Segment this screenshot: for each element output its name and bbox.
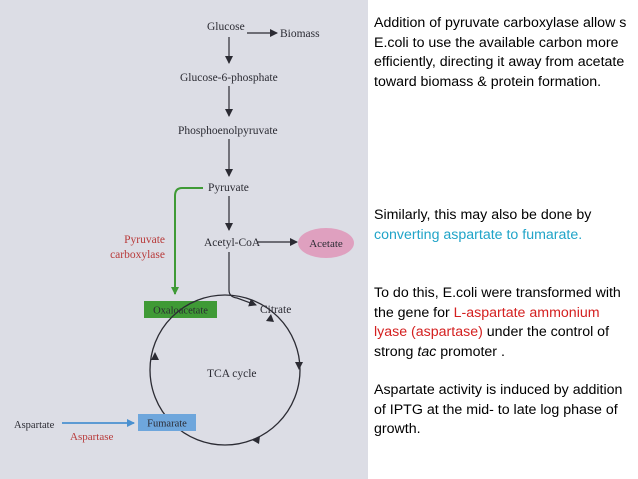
p3-text-c: under the control of strong (374, 324, 610, 360)
node-fumarate: Fumarate (147, 419, 187, 430)
paragraph-aspartase-gene: To do this, E.coli were transformed with… (374, 284, 629, 362)
paragraph-iptg-induction: Aspartate activity is induced by additio… (374, 382, 623, 437)
enzyme-aspartase: Aspartase (70, 431, 113, 443)
enzyme-pyruvate-carboxylase-line2: carboxylase (110, 249, 165, 261)
node-biomass: Biomass (280, 28, 320, 40)
node-tca-cycle: TCA cycle (207, 368, 257, 380)
node-phosphoenolpyruvate: Phosphoenolpyruvate (178, 125, 278, 137)
paragraph-pyruvate-carboxylase: Addition of pyruvate carboxylase allow s… (374, 15, 627, 90)
enzyme-pyruvate-carboxylase-line1: Pyruvate (124, 234, 165, 246)
tca-arrowhead-1 (266, 314, 274, 322)
node-glucose: Glucose (207, 21, 245, 33)
node-acetyl-coa: Acetyl-CoA (204, 237, 261, 249)
p3-text-e: promoter . (436, 343, 505, 360)
node-oxaloacetate: Oxaloacetate (153, 306, 208, 317)
metabolic-pathway-diagram: Glucose Biomass Glucose-6-phosphate Phos… (14, 21, 354, 446)
tca-arrowhead-2 (295, 362, 303, 370)
node-citrate: Citrate (260, 304, 291, 316)
p3-italic-tac: tac (417, 343, 437, 360)
node-glucose-6-phosphate: Glucose-6-phosphate (180, 72, 278, 84)
arrow-pyruvate-oxaloacetate (171, 187, 203, 295)
explanation-text-panel: Addition of pyruvate carboxylase allow s… (368, 0, 638, 479)
p3-text-a: To do this, E.coli were transformed with… (374, 285, 621, 321)
p2-highlight: converting aspartate to fumarate. (374, 226, 583, 243)
node-aspartate: Aspartate (14, 420, 55, 431)
node-pyruvate: Pyruvate (208, 182, 249, 194)
paragraph-aspartate-conversion: Similarly, this may also be done by conv… (374, 206, 629, 245)
pathway-diagram-photo: Glucose Biomass Glucose-6-phosphate Phos… (0, 0, 368, 479)
tca-cycle-circle (149, 294, 301, 446)
fumarate-box (138, 414, 196, 431)
tca-arrowhead-5 (151, 352, 159, 360)
p2-text: Similarly, this may also be done by (374, 207, 592, 223)
p3-highlight: L-aspartate ammonium lyase (aspartase) (374, 304, 600, 341)
node-acetate: Acetate (309, 238, 343, 250)
tca-arrowhead-3 (252, 436, 260, 444)
acetate-ellipse (298, 228, 354, 258)
